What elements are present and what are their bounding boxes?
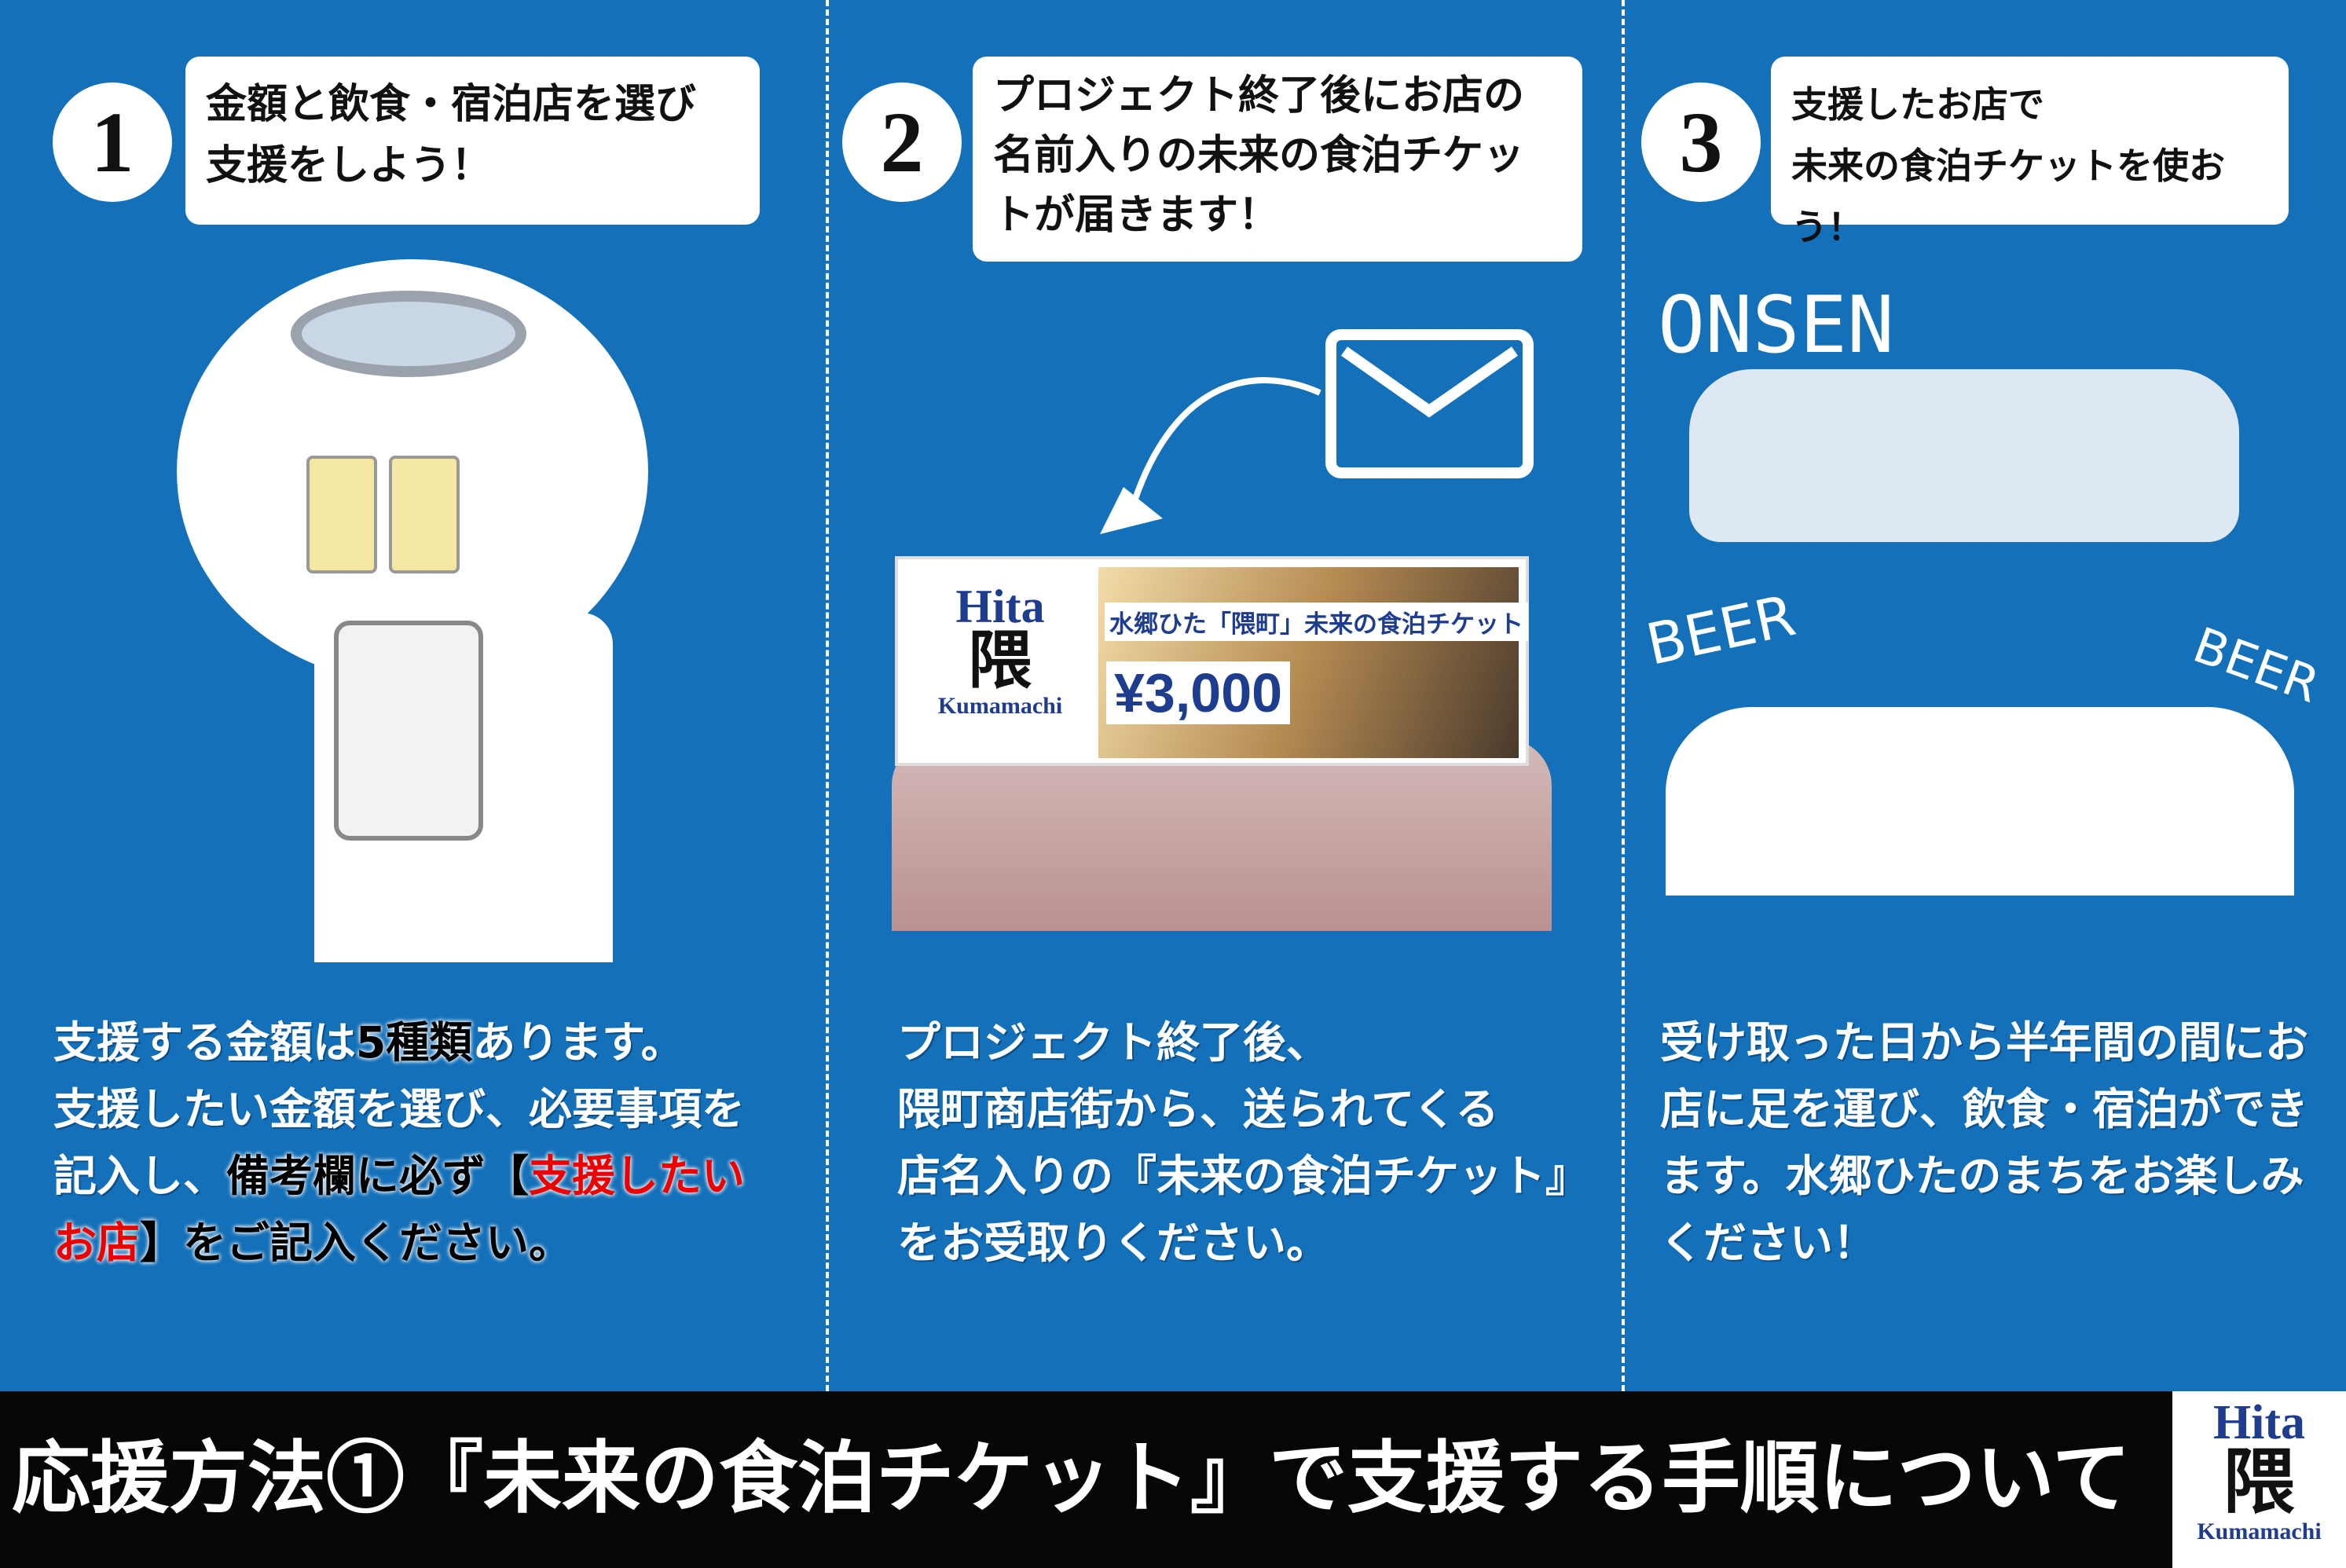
logo-kanji: 隈 (2223, 1444, 2295, 1522)
logo-kanji: 隈 (969, 627, 1032, 696)
hita-kumamachi-logo: Hita 隈 Kumamachi (2172, 1391, 2346, 1568)
beer-mugs-icon (306, 456, 377, 573)
ticket-title: 水郷ひた「隈町」未来の食泊チケット (1105, 603, 1528, 641)
step-number: 1 (53, 82, 172, 202)
text-emphasis: 備考欄に必ず【 (226, 1151, 530, 1201)
text: あります。 支援したい金額を選び、必要事項を 記入し、 (53, 1017, 746, 1201)
smartphone-icon (334, 621, 483, 841)
beer-mugs-icon (389, 456, 460, 573)
beer-label: BEER (1640, 582, 1802, 678)
footer-bar: 応援方法①『未来の食泊チケット』で支援する手順について Hita 隈 Kumam… (0, 1391, 2346, 1568)
step3-description: 受け取った日から半年間の間にお 店に足を運び、飲食・宿泊ができ ます。水郷ひたの… (1660, 1017, 2309, 1268)
beer-label: BEER (2186, 616, 2327, 714)
onsen-illustration (1689, 369, 2239, 542)
step-number: 2 (842, 82, 962, 202)
onsen-label: ONSEN (1658, 279, 1895, 371)
footer-title: 応援方法①『未来の食泊チケット』で支援する手順について (12, 1431, 2131, 1524)
text-emphasis: 5種類 (356, 1017, 473, 1068)
arrow-icon (1100, 377, 1321, 534)
logo-text: Hita (955, 581, 1045, 632)
logo-text: Kumamachi (2197, 1519, 2322, 1544)
step1-description: 支援する金額は5種類あります。 支援したい金額を選び、必要事項を 記入し、備考欄… (53, 1009, 745, 1277)
text-emphasis: 】をご記入ください。 (140, 1218, 573, 1268)
step-number: 3 (1641, 82, 1761, 202)
column-divider (1622, 0, 1625, 1391)
step-heading: 金額と飲食・宿泊店を選び 支援をしよう！ (185, 57, 760, 225)
ticket: Hita 隈 Kumamachi 水郷ひた「隈町」未来の食泊チケット ¥3,00… (895, 556, 1529, 766)
column-divider (826, 0, 829, 1391)
logo-text: Kumamachi (937, 693, 1063, 719)
ticket-price: ¥3,000 (1106, 661, 1291, 724)
text-highlight: 支援したい お店 (53, 1151, 746, 1268)
envelope-icon (1325, 329, 1534, 478)
hands-illustration (892, 738, 1552, 931)
hita-kumamachi-logo: Hita 隈 Kumamachi (914, 583, 1087, 740)
step2-description: プロジェクト終了後、 隈町商店街から、送られてくる 店名入りの『未来の食泊チケッ… (897, 1017, 1589, 1268)
logo-text: Hita (2212, 1396, 2306, 1449)
hot-spring-icon (291, 291, 526, 377)
ticket-photo: 水郷ひた「隈町」未来の食泊チケット ¥3,000 (1098, 567, 1528, 758)
step-heading: 支援したお店で 未来の食泊チケットを使おう！ (1771, 57, 2289, 248)
text: 支援する金額は (53, 1017, 357, 1068)
people-toasting-illustration (1666, 707, 2294, 896)
step-heading: プロジェクト終了後にお店の 名前入りの未来の食泊チケッ トが届きます！ (973, 57, 1582, 262)
